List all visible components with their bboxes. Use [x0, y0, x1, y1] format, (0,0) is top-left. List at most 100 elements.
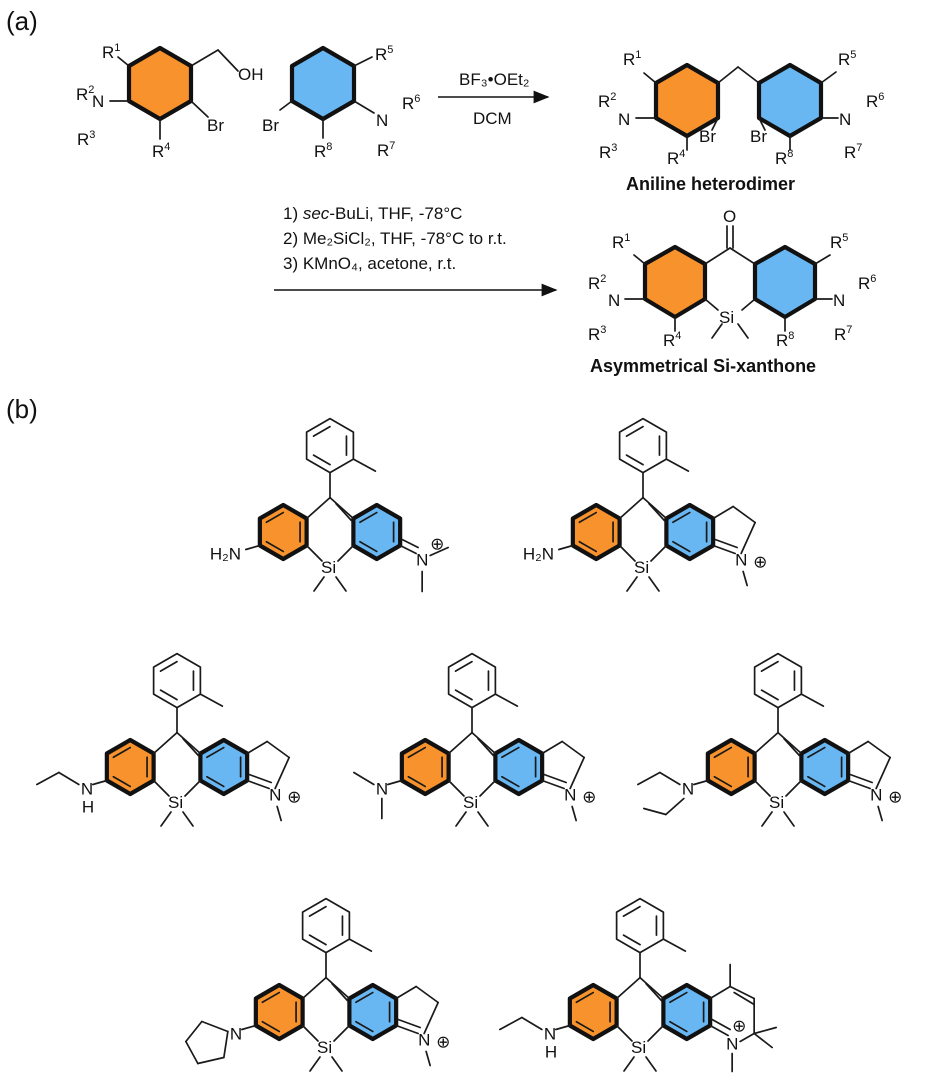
r-label: R6 [866, 91, 884, 111]
tolyl-ring [447, 652, 497, 709]
bond [575, 1020, 595, 1033]
bond [709, 1024, 729, 1037]
si-label: Si [769, 793, 784, 812]
bond [355, 1020, 374, 1033]
bond [395, 985, 417, 1000]
n-label: N [92, 92, 104, 111]
bond [521, 1016, 543, 1031]
bond [265, 540, 285, 553]
tolyl-ring [305, 417, 355, 474]
bond [301, 1024, 319, 1042]
r-label: R4 [667, 148, 685, 168]
bond [395, 1024, 419, 1035]
bond [454, 689, 473, 701]
bond [159, 689, 178, 701]
bond [246, 740, 268, 755]
bond [337, 544, 355, 562]
bond [159, 660, 178, 673]
bond [313, 576, 325, 592]
bond [662, 938, 687, 953]
n-label: N [376, 780, 388, 799]
n-label: N [870, 786, 882, 805]
n-label: N [418, 1031, 430, 1050]
bond [112, 775, 132, 788]
r-label: R4 [152, 141, 170, 161]
bond [783, 811, 795, 827]
bond [650, 544, 668, 562]
bond [185, 1020, 203, 1043]
r-label: R2 [598, 91, 616, 111]
bond [152, 731, 178, 755]
bond [359, 540, 378, 553]
bond [665, 458, 690, 472]
bond [352, 458, 377, 472]
br-label: Br [750, 127, 767, 146]
bond [185, 1040, 199, 1065]
r-label: R3 [599, 142, 617, 162]
bond [642, 496, 668, 520]
bond [429, 546, 449, 557]
bond [309, 1056, 321, 1072]
r-label: R1 [102, 42, 120, 62]
bond [847, 779, 871, 790]
si-label: Si [719, 308, 734, 327]
bond [447, 779, 465, 797]
n-label: N [269, 786, 281, 805]
n-label: N [416, 551, 428, 570]
bond [301, 976, 327, 1000]
positive-charge: ⊕ [436, 1033, 450, 1052]
bond [447, 731, 473, 755]
bond [415, 985, 439, 1004]
bond [206, 746, 225, 759]
step-2-line-2: 2) Me₂SiCl₂, THF, -78°C to r.t. [283, 229, 507, 248]
bond [625, 425, 644, 437]
bond [479, 779, 497, 797]
bond [397, 1018, 421, 1029]
bond [753, 779, 771, 797]
bond [184, 779, 202, 797]
bond [615, 976, 641, 1000]
bond [335, 502, 353, 522]
bond [355, 991, 374, 1004]
bond [425, 1050, 431, 1067]
bond [665, 797, 685, 816]
bond [152, 779, 170, 797]
bond [867, 740, 891, 759]
bond [199, 693, 224, 708]
bond [732, 505, 756, 524]
bond [348, 938, 373, 953]
h2n-label: H₂N [523, 545, 554, 564]
bond [223, 1030, 229, 1059]
bond [333, 1024, 351, 1042]
bond [206, 775, 225, 788]
bond [399, 544, 417, 555]
r-label: R1 [612, 232, 630, 252]
bond [777, 731, 803, 755]
oh-label: OH [238, 65, 264, 84]
bond [325, 976, 351, 1000]
bond [618, 544, 636, 562]
r-label: R5 [375, 44, 393, 64]
n-label: N [682, 780, 694, 799]
panel-label-b: (b) [6, 394, 38, 424]
n-label: N [833, 291, 845, 310]
positive-charge: ⊕ [732, 1017, 746, 1036]
r-label: R7 [834, 324, 852, 344]
bond [261, 991, 281, 1004]
bond [849, 773, 873, 784]
r-label: R6 [402, 93, 420, 113]
bond [742, 570, 748, 587]
positive-charge: ⊕ [753, 553, 767, 572]
bond [276, 805, 282, 822]
bond [274, 756, 290, 790]
bond [645, 982, 663, 1002]
bond [637, 771, 661, 786]
bond [182, 737, 200, 757]
reagent-text: BF₃•OEt₂ [459, 70, 529, 89]
solvent-text: DCM [473, 109, 512, 128]
bond [558, 544, 574, 551]
bond [477, 811, 489, 827]
bond [331, 1056, 343, 1072]
